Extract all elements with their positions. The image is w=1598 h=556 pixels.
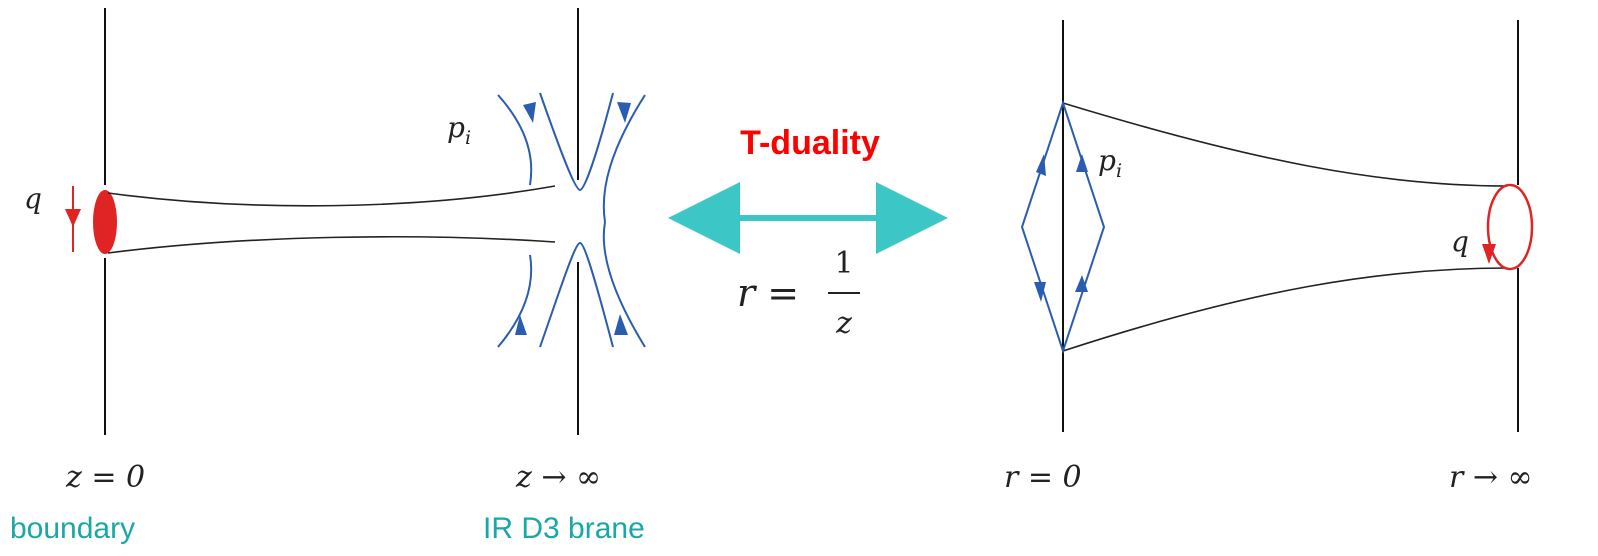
gluon-arrow-2 [617,102,631,123]
ir-brane-caption: IR D3 brane [483,512,645,545]
gluon-arrow-1 [523,102,536,123]
right-origin-position: r = 0 [1004,460,1082,495]
left-charge-label: q [24,182,42,215]
left-panel: q pi z = 0 z → ∞ [24,8,646,495]
left-ir-position: z → ∞ [515,460,601,495]
string-upper-edge [107,185,556,207]
right-string-upper-edge [1062,102,1508,187]
string-lower-edge [107,235,556,254]
gluon-arrow-3 [515,315,527,335]
gluon-arrow-4 [614,314,628,335]
gluon-lower-u [539,241,614,348]
left-momentum-label: pi [447,111,471,149]
middle-section: T-duality r = 1 z [668,124,948,341]
rhombus-arrow-3 [1034,282,1046,302]
rhombus-arrow-2 [1076,154,1088,172]
relation-lhs: r = [737,271,799,315]
left-boundary-position: z = 0 [65,460,145,495]
quark-loop [1486,183,1534,271]
gluon-rhombus [1020,99,1106,355]
quark-loop-arrow [1482,244,1496,264]
gluon-lower-right [602,221,646,348]
right-momentum-label: pi [1098,144,1122,182]
t-duality-label: T-duality [740,124,880,162]
quark-disk [93,190,117,254]
right-charge-label: q [1451,225,1469,258]
right-infinity-position: r → ∞ [1449,460,1533,495]
relation-numerator: 1 [834,246,853,281]
rhombus-arrow-4 [1075,275,1088,292]
right-panel: pi q r = 0 r → ∞ [1004,20,1534,495]
gluon-upper-u [539,92,614,192]
right-string-lower-edge [1062,267,1508,352]
gluon-upper-left [497,94,533,186]
boundary-caption: boundary [10,512,136,545]
gluon-upper-right [602,94,646,223]
relation-denominator: z [835,306,852,341]
rhombus-arrow-1 [1036,154,1046,176]
gluon-lower-left [497,254,533,348]
